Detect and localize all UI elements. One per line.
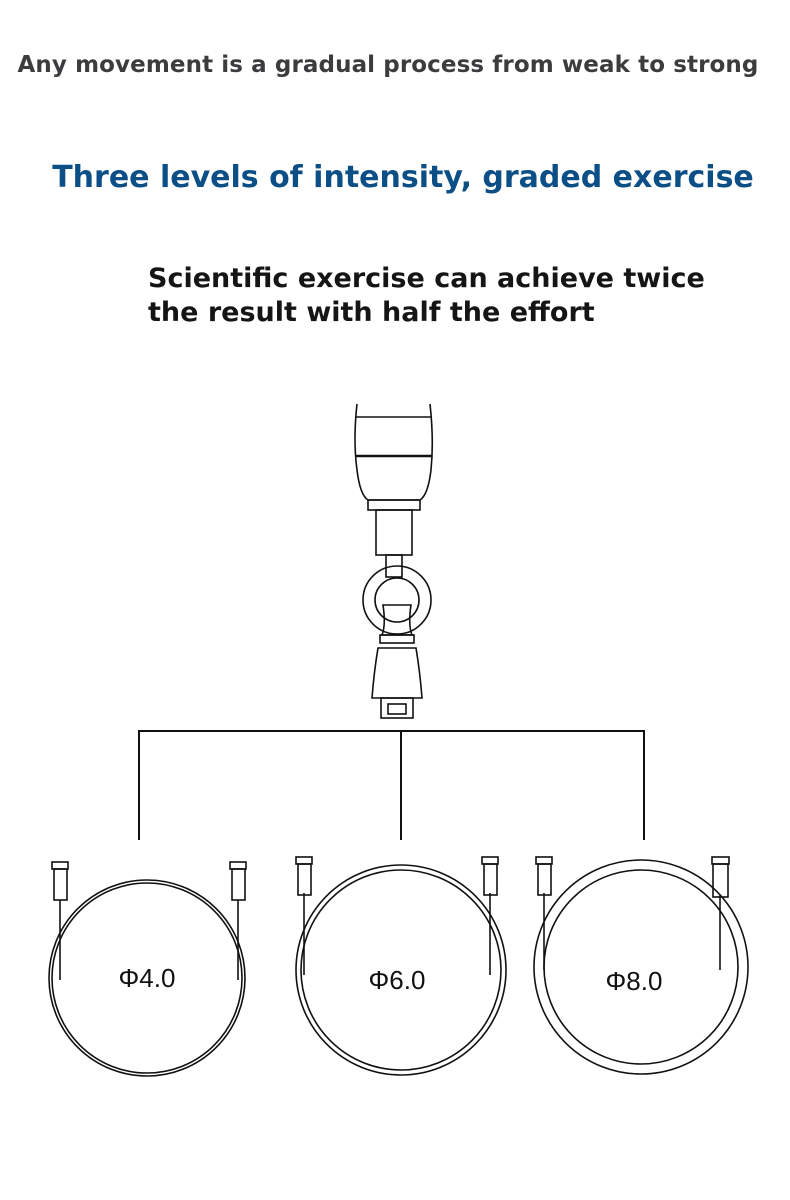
- handle-illustration: [354, 403, 434, 719]
- tagline: Any movement is a gradual process from w…: [17, 52, 759, 78]
- rope-label-8: Φ8.0: [606, 966, 663, 996]
- title: Three levels of intensity, graded exerci…: [52, 160, 754, 195]
- subtitle-line-1: Scientific exercise can achieve twice: [148, 263, 705, 294]
- rope-8mm: Φ8.0: [533, 856, 749, 1075]
- subtitle: Scientific exercise can achieve twice th…: [148, 262, 705, 330]
- rope-label-6: Φ6.0: [369, 965, 426, 995]
- rope-6mm: Φ6.0: [295, 856, 507, 1076]
- rope-label-4: Φ4.0: [119, 963, 176, 993]
- connector-lines: [138, 730, 645, 840]
- subtitle-line-2: the result with half the effort: [148, 297, 595, 328]
- rope-4mm: Φ4.0: [48, 861, 247, 1077]
